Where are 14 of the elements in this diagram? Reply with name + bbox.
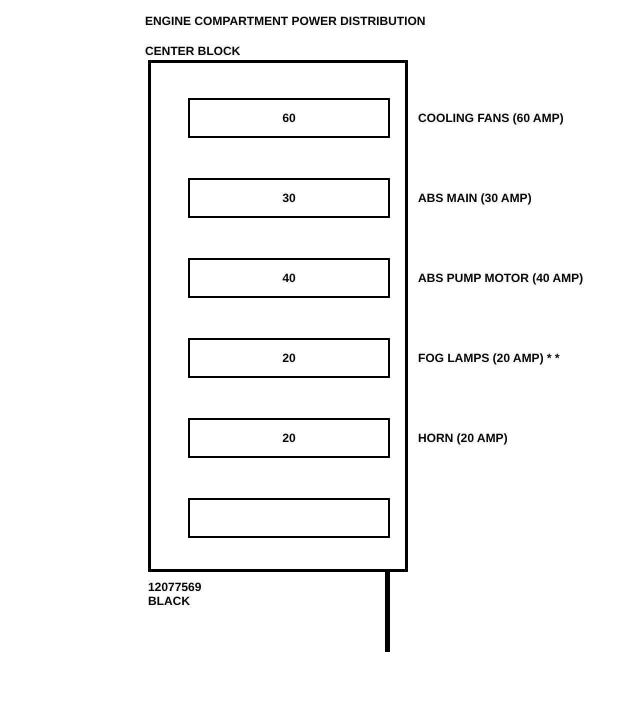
fuse-description: FOG LAMPS (20 AMP) * * <box>418 350 560 367</box>
fuse-description: COOLING FANS (60 AMP) <box>418 110 564 127</box>
fuse-description: ABS MAIN (30 AMP) <box>418 190 532 207</box>
part-number-label: 12077569 BLACK <box>148 580 202 608</box>
fuse-description: ABS PUMP MOTOR (40 AMP) <box>418 270 584 287</box>
fuse: 20 <box>188 418 390 458</box>
fuse: 40 <box>188 258 390 298</box>
diagram-title: ENGINE COMPARTMENT POWER DISTRIBUTION CENTER BLOCK <box>145 13 426 60</box>
fuse: 20 <box>188 338 390 378</box>
fuse-description: HORN (20 AMP) <box>418 430 508 447</box>
fuse-block <box>148 60 408 572</box>
fuse: 30 <box>188 178 390 218</box>
fuse: 60 <box>188 98 390 138</box>
empty-fuse-slot <box>188 498 390 538</box>
